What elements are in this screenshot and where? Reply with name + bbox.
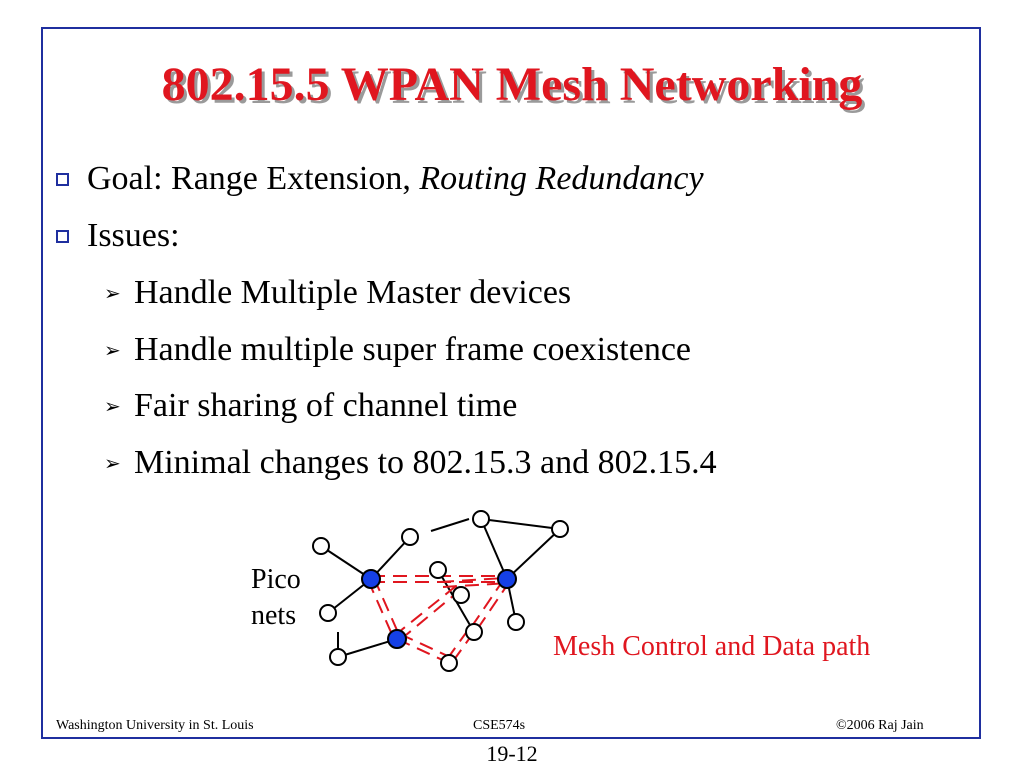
bullet-issues-text: Issues:: [87, 217, 180, 254]
sub-bullet-text: Minimal changes to 802.15.3 and 802.15.4: [134, 444, 717, 481]
bullet-issues: Issues:: [56, 212, 180, 260]
mesh-path-label: Mesh Control and Data path: [553, 631, 871, 662]
page-number: 19-12: [486, 741, 538, 766]
footer-institution: Washington University in St. Louis: [56, 718, 254, 733]
piconets-label: Pico nets: [251, 564, 301, 631]
sub-bullet-2: ➢ Handle multiple super frame coexistenc…: [104, 326, 691, 374]
sub-bullet-1: ➢ Handle Multiple Master devices: [104, 269, 571, 317]
mesh-path-lines: [367, 575, 511, 665]
sub-bullet-text: Fair sharing of channel time: [134, 387, 518, 424]
sub-bullet-4: ➢ Minimal changes to 802.15.3 and 802.15…: [104, 439, 717, 487]
slide-frame: [41, 27, 981, 739]
master-nodes: [361, 569, 517, 649]
bullet-goal: Goal: Range Extension, Routing Redundanc…: [56, 155, 704, 203]
sub-bullet-text: Handle multiple super frame coexistence: [134, 331, 691, 368]
square-bullet-icon: [56, 172, 69, 186]
arrowhead-bullet-icon: ➢: [104, 452, 121, 475]
footer-copyright: ©2006 Raj Jain: [836, 718, 924, 733]
mesh-nodes: [312, 510, 569, 672]
piconet-links: [320, 518, 561, 658]
slide-title: 802.15.5 WPAN Mesh Networking: [161, 58, 863, 111]
arrowhead-bullet-icon: ➢: [104, 395, 121, 418]
sub-bullet-text: Handle Multiple Master devices: [134, 274, 572, 311]
square-bullet-icon: [56, 229, 69, 243]
arrowhead-bullet-icon: ➢: [104, 282, 121, 305]
arrowhead-bullet-icon: ➢: [104, 339, 121, 362]
footer-course: CSE574s: [473, 718, 526, 733]
bullet-goal-text: Goal: Range Extension,: [87, 160, 420, 197]
sub-bullet-3: ➢ Fair sharing of channel time: [104, 382, 517, 430]
bullet-goal-italic: Routing Redundancy: [419, 160, 704, 197]
